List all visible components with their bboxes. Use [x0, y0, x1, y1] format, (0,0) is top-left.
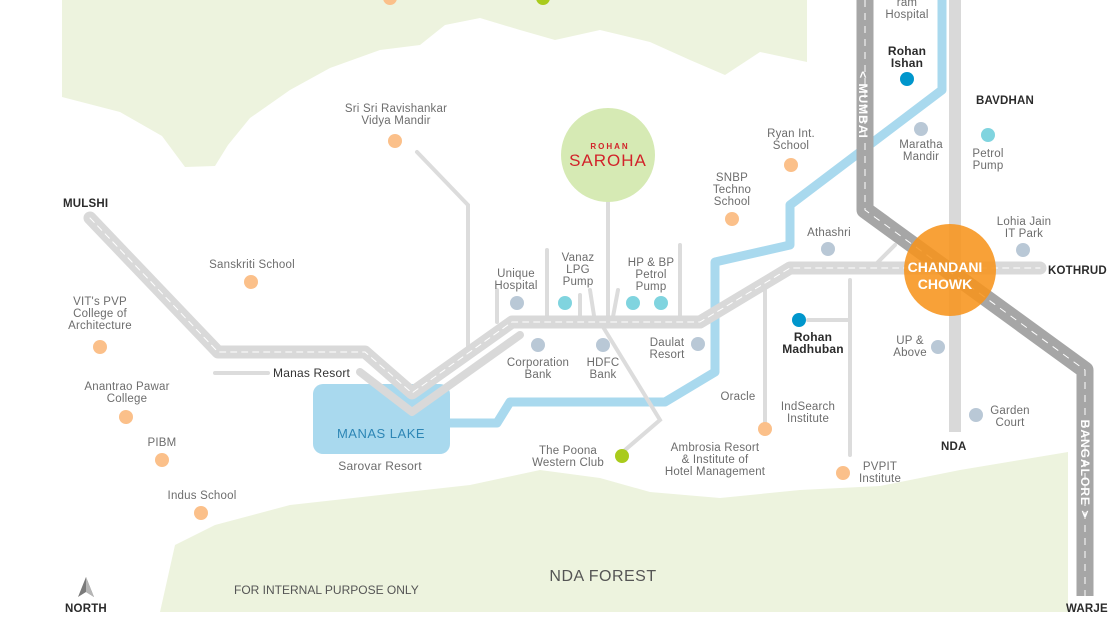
school-marker [383, 0, 397, 5]
points [93, 0, 1030, 520]
school-marker [725, 212, 739, 226]
place-vit: VIT's PVP College of Architecture [68, 296, 132, 332]
place-anantrao: Anantrao Pawar College [84, 381, 170, 405]
place-sri-sri: Sri Sri Ravishankar Vidya Mandir [344, 103, 448, 127]
place-snbp-school: SNBP Techno School [712, 172, 752, 208]
place-petrol-pump: Petrol Pump [972, 148, 1004, 172]
place-pvpit: PVPIT Institute [858, 461, 902, 485]
chandani-chowk-label: CHANDANI CHOWK [907, 259, 983, 292]
saroha-circle [561, 108, 655, 202]
club-marker [536, 0, 550, 5]
place-lohia-jain: Lohia Jain IT Park [996, 216, 1052, 240]
sarovar-resort-label: Sarovar Resort [338, 459, 422, 473]
service-marker [821, 242, 835, 256]
school-marker [836, 466, 850, 480]
forest-top [62, 0, 807, 167]
place-garden-court: Garden Court [990, 405, 1030, 429]
nda-forest-label: NDA FOREST [549, 568, 657, 585]
project-marker [900, 72, 914, 86]
service-marker [931, 340, 945, 354]
service-marker [691, 337, 705, 351]
place-maratha-mandir: Maratha Mandir [899, 139, 943, 163]
place-oracle: Oracle [720, 391, 756, 403]
place-poona-club: The Poona Western Club [532, 445, 604, 469]
place-indus: Indus School [167, 490, 237, 502]
fuel-marker [558, 296, 572, 310]
school-marker [194, 506, 208, 520]
place-athashri: Athashri [807, 227, 851, 239]
manas-lake-label: MANAS LAKE [336, 426, 426, 441]
saroha-brand: ROHAN [590, 142, 630, 151]
place-hp-bp-petrol: HP & BP Petrol Pump [627, 257, 675, 293]
place-ram-hospital: ram Hospital [885, 0, 929, 21]
school-marker [244, 275, 258, 289]
place-vanaz-lpg: Vanaz LPG Pump [561, 252, 595, 288]
place-unique-hospital: Unique Hospital [494, 268, 538, 292]
fuel-marker [654, 296, 668, 310]
manas-lake-shape [313, 384, 450, 454]
area-warje: WARJE [1066, 603, 1108, 615]
service-marker [531, 338, 545, 352]
place-daulat-resort: Daulat Resort [649, 337, 685, 361]
saroha-name: SAROHA [569, 151, 647, 170]
project-rohan-ishan: Rohan Ishan [887, 44, 927, 70]
footer-note: FOR INTERNAL PURPOSE ONLY [234, 583, 419, 597]
place-ambrosia: Ambrosia Resort & Institute of Hotel Man… [664, 442, 766, 478]
mumbai-road-label: < MUMBAI [856, 71, 870, 139]
place-sanskriti: Sanskriti School [209, 259, 295, 271]
place-indsearch: IndSearch Institute [780, 401, 836, 425]
project-rohan-madhuban: Rohan Madhuban [782, 330, 844, 356]
area-mulshi: MULSHI [63, 198, 109, 210]
service-marker [1016, 243, 1030, 257]
area-nda: NDA [941, 441, 967, 453]
school-marker [93, 340, 107, 354]
north-label: NORTH [65, 603, 107, 615]
fuel-marker [626, 296, 640, 310]
club-marker [615, 449, 629, 463]
service-marker [596, 338, 610, 352]
manas-resort-label: Manas Resort [273, 366, 351, 380]
school-marker [388, 134, 402, 148]
area-kothrud: KOTHRUD [1048, 265, 1107, 277]
place-corporation-bank: Corporation Bank [506, 357, 570, 381]
place-up-above: UP & Above [893, 335, 927, 359]
place-ryan-school: Ryan Int. School [767, 128, 815, 152]
service-marker [510, 296, 524, 310]
school-marker [155, 453, 169, 467]
school-marker [758, 422, 772, 436]
forest-bottom [160, 452, 1068, 612]
service-marker [969, 408, 983, 422]
school-marker [119, 410, 133, 424]
place-pibm: PIBM [147, 437, 177, 449]
chandani-chowk-circle [904, 224, 996, 316]
place-hdfc-bank: HDFC Bank [586, 357, 620, 381]
north-arrow-icon [78, 577, 94, 597]
service-marker [914, 122, 928, 136]
bangalore-road-label: BANGALORE > [1078, 419, 1092, 519]
area-bavdhan: BAVDHAN [976, 95, 1035, 107]
school-marker [784, 158, 798, 172]
fuel-marker [981, 128, 995, 142]
project-marker [792, 313, 806, 327]
mulshi-road [83, 211, 1047, 416]
